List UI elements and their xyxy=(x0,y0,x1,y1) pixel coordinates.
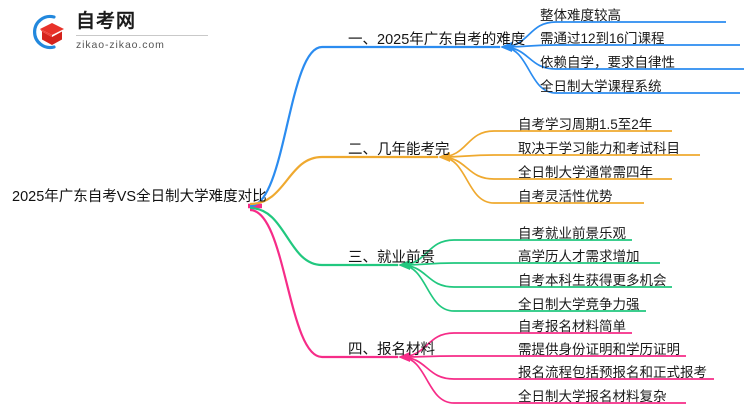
branch-label-3[interactable]: 三、就业前景 xyxy=(348,250,435,266)
branch-2-wires xyxy=(249,130,700,206)
leaf-label-1-2[interactable]: 需通过12到16门课程 xyxy=(540,31,665,46)
leaf-label-1-4[interactable]: 全日制大学课程系统 xyxy=(540,79,662,94)
root-node-label[interactable]: 2025年广东自考VS全日制大学难度对比 xyxy=(12,189,267,205)
leaf-label-2-4[interactable]: 自考灵活性优势 xyxy=(518,189,613,204)
leaf-label-1-3[interactable]: 依赖自学，要求自律性 xyxy=(540,55,675,70)
leaf-label-3-4[interactable]: 全日制大学竞争力强 xyxy=(518,297,640,312)
leaf-label-4-3[interactable]: 报名流程包括预报名和正式报考 xyxy=(518,365,707,380)
site-logo: 自考网 zikao-zikao.com xyxy=(28,10,218,54)
branch-label-4[interactable]: 四、报名材料 xyxy=(348,342,435,358)
logo-wordmark: 自考网 zikao-zikao.com xyxy=(76,10,216,54)
leaf-label-2-1[interactable]: 自考学习周期1.5至2年 xyxy=(518,117,653,132)
logo-divider xyxy=(76,35,208,36)
graduation-cap-logo-icon xyxy=(28,12,70,52)
leaf-label-3-1[interactable]: 自考就业前景乐观 xyxy=(518,226,626,241)
leaf-label-4-4[interactable]: 全日制大学报名材料复杂 xyxy=(518,389,667,404)
branch-3-wires xyxy=(249,206,672,312)
leaf-label-3-2[interactable]: 高学历人才需求增加 xyxy=(518,249,640,264)
branch-4-wires xyxy=(249,208,714,404)
logo-title: 自考网 xyxy=(76,11,137,32)
leaf-label-2-3[interactable]: 全日制大学通常需四年 xyxy=(518,165,653,180)
branch-1-wires xyxy=(249,21,744,208)
leaf-label-2-2[interactable]: 取决于学习能力和考试科目 xyxy=(518,141,680,156)
leaf-label-1-1[interactable]: 整体难度较高 xyxy=(540,8,621,23)
leaf-label-4-1[interactable]: 自考报名材料简单 xyxy=(518,319,626,334)
leaf-label-4-2[interactable]: 需提供身份证明和学历证明 xyxy=(518,342,680,357)
leaf-label-3-3[interactable]: 自考本科生获得更多机会 xyxy=(518,273,667,288)
branch-label-1[interactable]: 一、2025年广东自考的难度 xyxy=(348,32,526,48)
branch-label-2[interactable]: 二、几年能考完 xyxy=(348,142,450,158)
logo-subtitle: zikao-zikao.com xyxy=(76,39,165,51)
